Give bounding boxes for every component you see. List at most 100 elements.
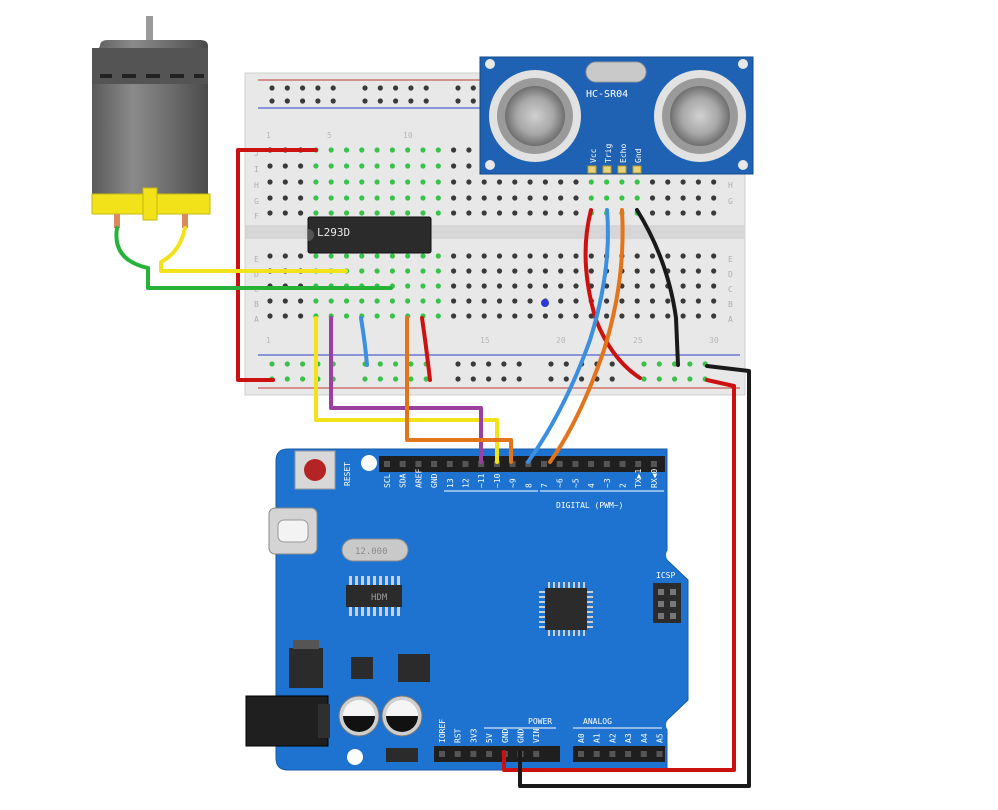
breadboard-hole[interactable] [435,163,441,169]
breadboard-hole[interactable] [313,179,319,185]
breadboard-hole[interactable] [282,195,288,201]
analog-pin-hole[interactable] [609,751,616,757]
breadboard-hole[interactable] [328,163,334,169]
breadboard-hole[interactable] [298,253,304,259]
breadboard-hole[interactable] [649,313,656,319]
motor-terminal-left[interactable] [114,214,120,228]
icsp-header[interactable] [653,583,681,623]
breadboard-hole[interactable] [665,298,671,304]
breadboard-hole[interactable] [405,147,411,153]
breadboard-hole[interactable] [451,253,457,259]
breadboard-hole[interactable] [481,210,487,216]
breadboard-hole[interactable] [343,298,350,304]
rail-hole[interactable] [563,361,569,367]
breadboard-hole[interactable] [435,195,441,201]
breadboard-hole[interactable] [374,163,380,169]
breadboard-hole[interactable] [389,253,395,259]
breadboard-hole[interactable] [451,313,457,319]
breadboard-hole[interactable] [451,283,457,289]
icsp-pin[interactable] [658,613,664,619]
breadboard-hole[interactable] [313,163,319,169]
power-pin-hole[interactable] [486,751,493,757]
breadboard-hole[interactable] [267,163,273,169]
breadboard-hole[interactable] [481,179,487,185]
breadboard-hole[interactable] [298,195,304,201]
breadboard-hole[interactable] [680,313,686,319]
breadboard-hole[interactable] [573,179,579,185]
breadboard-hole[interactable] [466,268,472,274]
breadboard-hole[interactable] [359,210,365,216]
breadboard-hole[interactable] [542,313,549,319]
power-pin-hole[interactable] [454,751,461,757]
breadboard-hole[interactable] [405,179,411,185]
wire-red-arduino-5v[interactable] [502,378,736,772]
breadboard-hole[interactable] [420,147,426,153]
breadboard-hole[interactable] [634,313,640,319]
breadboard-hole[interactable] [604,298,610,304]
power-pin-hole[interactable] [470,751,477,757]
breadboard-hole[interactable] [558,313,564,319]
breadboard-hole[interactable] [267,313,273,319]
breadboard-hole[interactable] [435,313,441,319]
breadboard-hole[interactable] [359,163,365,169]
breadboard-hole[interactable] [588,195,594,201]
rail-hole[interactable] [687,376,693,382]
breadboard-hole[interactable] [558,195,564,201]
wire-orange-sensor-echo[interactable] [548,208,625,464]
breadboard-hole[interactable] [665,313,671,319]
breadboard-hole[interactable] [435,253,441,259]
breadboard-hole[interactable] [588,253,594,259]
breadboard-hole[interactable] [496,179,503,185]
motor-terminal-right[interactable] [182,214,188,228]
wire-red-ic-vcc[interactable] [420,316,432,382]
rail-hole[interactable] [393,376,399,382]
breadboard-hole[interactable] [512,298,518,304]
wire-yellow-motor[interactable] [159,226,348,273]
breadboard-hole[interactable] [359,147,365,153]
breadboard-hole[interactable] [711,253,717,259]
breadboard-hole[interactable] [512,253,518,259]
breadboard-hole[interactable] [389,179,395,185]
breadboard-hole[interactable] [711,268,717,274]
breadboard-hole[interactable] [267,195,273,201]
rail-hole[interactable] [501,361,507,367]
breadboard-hole[interactable] [374,268,380,274]
rail-hole[interactable] [284,376,290,382]
breadboard-hole[interactable] [420,210,426,216]
breadboard-hole[interactable] [558,253,564,259]
breadboard-hole[interactable] [298,298,304,304]
rail-hole[interactable] [609,376,615,382]
icsp-pin[interactable] [670,613,676,619]
rail-hole[interactable] [284,361,290,367]
wire-blue-sensor-trig[interactable] [526,208,610,464]
breadboard-hole[interactable] [649,210,656,216]
breadboard-hole[interactable] [604,179,610,185]
breadboard-hole[interactable] [481,253,487,259]
rail-hole[interactable] [393,98,399,104]
l293d-ic[interactable]: L293D [307,216,432,254]
breadboard-hole[interactable] [527,253,533,259]
wire-green-motor[interactable] [114,226,393,290]
rail-hole[interactable] [300,85,306,91]
analog-pin-hole[interactable] [625,751,632,757]
breadboard-hole[interactable] [573,253,579,259]
digital-pin-hole[interactable] [603,461,610,467]
rail-hole[interactable] [548,361,554,367]
breadboard-hole[interactable] [665,195,671,201]
digital-pin-hole[interactable] [399,461,406,467]
rail-hole[interactable] [300,376,306,382]
rail-hole[interactable] [470,98,476,104]
breadboard-hole[interactable] [496,253,503,259]
breadboard-hole[interactable] [711,179,717,185]
breadboard-hole[interactable] [298,210,304,216]
digital-pin-hole[interactable] [493,461,500,467]
breadboard-hole[interactable] [695,253,702,259]
breadboard-hole[interactable] [634,195,640,201]
breadboard-hole[interactable] [451,147,457,153]
breadboard-hole[interactable] [466,313,472,319]
breadboard-hole[interactable] [558,268,564,274]
breadboard-hole[interactable] [420,195,426,201]
arduino-board[interactable]: RESET 12.000 HDM ICSP [245,448,689,771]
rail-hole[interactable] [300,361,306,367]
sensor-pin-vcc[interactable] [587,165,597,174]
